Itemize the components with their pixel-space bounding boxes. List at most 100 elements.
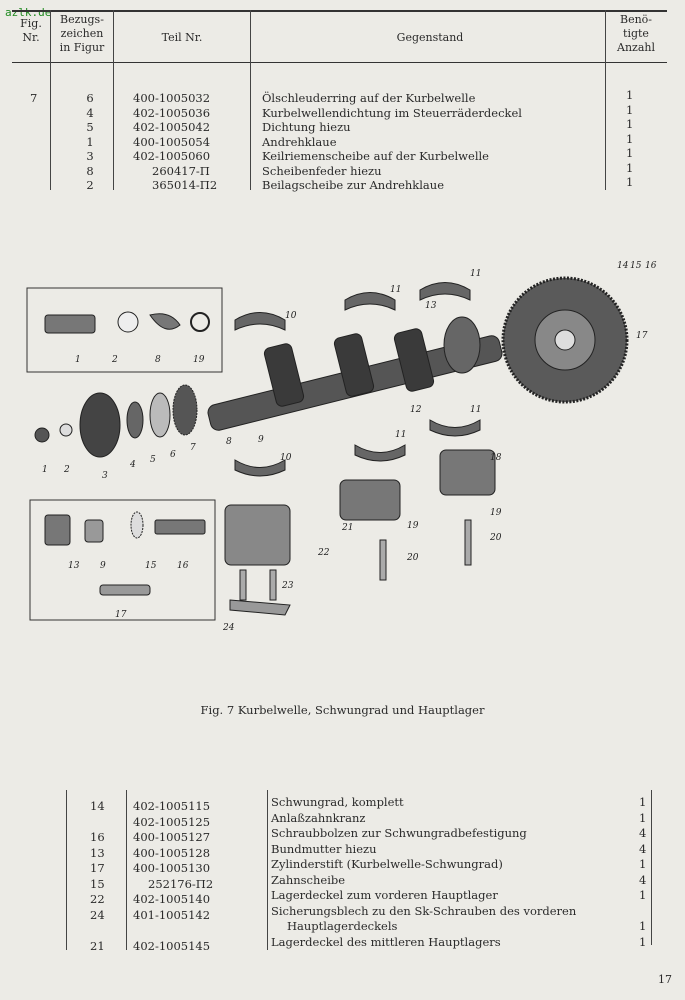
bearing-shells-illustration [224,282,496,616]
quantity-cell: 1 [639,795,647,809]
header-anzahl: Benö- tigte Anzahl [617,13,655,54]
callout-label: 19 [193,355,205,365]
quantity-cell: 1 [626,88,634,102]
part-number-cell: 365014-П2 [152,178,218,192]
header-fig: Fig. Nr. [20,17,42,44]
callout-label: 11 [390,285,401,295]
callout-label: 9 [100,561,106,571]
part-number-cell: 400-1005130 [133,861,211,875]
table-top-rule [12,10,667,12]
callout-label: 22 [317,548,330,558]
quantity-cell: 1 [639,934,647,949]
part-number-cell: 402-1005145 [133,938,211,953]
part-number-cell: 252176-П2 [148,876,214,891]
inset-frame [26,287,223,373]
watermark: azlk.de [5,6,52,19]
callout-label: 14 [617,261,629,271]
ref-cell: 2 [86,178,94,192]
ref-cell: 8 [86,163,94,178]
divider [66,790,67,950]
callout-label: 18 [490,453,502,463]
description-cell: Andrehklaue [262,134,337,149]
description-cell: Sicherungsblech zu den Sk-Schrauben des … [271,903,577,918]
description-cell: Schraubbolzen zur Schwungradbefestigung [271,826,527,840]
callout-label: 11 [470,405,481,415]
ref-cell: 21 [90,938,105,953]
pulley-gears-illustration [34,384,198,458]
callout-label: 16 [177,561,189,571]
callout-label: 16 [645,261,657,271]
ref-cell: 5 [86,120,94,134]
callout-label: 19 [407,521,419,531]
callout-label: 1 [42,465,48,475]
description-cell: Anlaßzahnkranz [271,810,366,825]
inset-frame [29,499,216,621]
part-number-cell: 402-1005125 [133,814,211,829]
part-number-cell: 402-1005060 [133,149,211,163]
divider [113,10,114,190]
callout-label: 11 [395,430,406,440]
quantity-cell: 1 [626,160,634,175]
callout-label: 10 [280,453,292,463]
flywheel-illustration [501,276,629,404]
callout-label: 8 [226,437,232,447]
quantity-cell: 1 [626,102,634,117]
description-cell: Lagerdeckel zum vorderen Hauptlager [271,888,498,902]
divider [605,10,606,190]
callout-label: 23 [281,581,294,591]
callout-label: 10 [285,311,297,321]
callout-label: 2 [111,355,118,365]
crankshaft-illustration [207,316,503,431]
ref-cell: 6 [86,91,94,105]
callout-label: 17 [115,610,127,620]
part-number-cell: 400-1005032 [133,91,211,105]
quantity-cell: 1 [626,117,634,131]
part-number-cell: 402-1005042 [133,120,211,134]
callout-label: 8 [155,355,161,365]
ref-cell: 1 [86,134,94,149]
quantity-cell: 1 [639,888,647,902]
ref-cell: 4 [86,105,94,120]
callout-label: 12 [410,405,422,415]
quantity-cell: 1 [639,919,647,933]
callout-label: 13 [68,561,80,571]
page-number: 17 [658,973,672,986]
description-cell: Hauptlagerdeckels [287,919,398,933]
callout-label: 11 [470,269,481,279]
callout-label: 20 [489,533,502,543]
ref-cell: 14 [90,799,105,813]
part-number-cell: 402-1005115 [133,799,211,813]
ref-cell: 22 [90,892,105,906]
ref-cell: 15 [90,876,105,891]
callout-label: 24 [222,623,235,633]
quantity-cell: 4 [639,872,647,887]
callout-label: 2 [63,465,70,475]
part-number-cell: 402-1005036 [133,105,211,120]
callout-label: 7 [190,443,196,453]
description-cell: Keilriemenscheibe auf der Kurbelwelle [262,149,489,163]
description-cell: Lagerdeckel des mittleren Hauptlagers [271,934,501,949]
quantity-cell: 1 [626,131,634,146]
callout-label: 1 [75,355,81,365]
part-number-cell: 400-1005054 [133,134,211,149]
divider [267,790,268,950]
ref-cell: 13 [90,845,105,860]
part-number-cell: 401-1005142 [133,907,211,922]
description-cell: Kurbelwellendichtung im Steuerräderdecke… [262,105,522,120]
header-gegenstand: Gegenstand [396,31,464,44]
header-rule [12,62,667,63]
divider [651,790,652,945]
inset-parts [44,311,210,596]
callout-label: 4 [129,460,136,470]
divider [50,10,51,190]
callout-label: 9 [258,435,264,445]
quantity-cell: 1 [626,146,634,160]
part-number-cell: 402-1005140 [133,892,211,906]
description-cell: Beilagscheibe zur Andrehklaue [262,178,445,192]
callout-label: 15 [630,261,642,271]
part-number-cell: 260417-П [152,163,210,178]
part-number-cell: 400-1005128 [133,845,211,860]
